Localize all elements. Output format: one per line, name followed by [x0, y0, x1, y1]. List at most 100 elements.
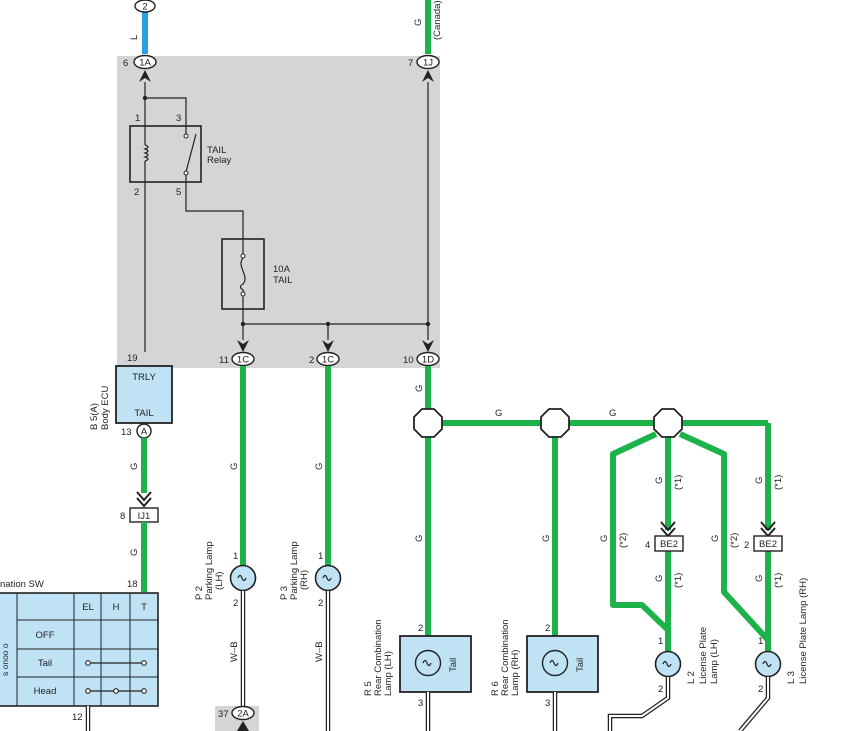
switch-title: nation SW: [0, 579, 44, 590]
switch-side-label: s onoo o: [0, 643, 10, 676]
components-r5-pin-bottom: 3: [418, 698, 423, 709]
connector-1a-num: 6: [123, 58, 128, 69]
connectors-pin18: 18: [127, 579, 138, 590]
wires-g-rh-up-note: (*1): [773, 475, 784, 490]
connectors-c19-num: 19: [127, 353, 138, 364]
wires-g-rh-alt: G: [710, 535, 721, 542]
ecu-top-label: TRLY: [132, 372, 156, 383]
switch-table-rows-1: Tail: [38, 658, 52, 669]
relay-pin3: 3: [176, 113, 181, 124]
canada-note: (Canada): [432, 0, 443, 40]
ecu-bottom-label: TAIL: [134, 408, 153, 419]
relay-coil: [143, 144, 149, 162]
components-l3-pin-top: 1: [758, 636, 763, 647]
components-r6-inner: Tail: [575, 658, 586, 672]
wires-g-2: G: [314, 463, 325, 470]
wires-g-lh-alt: G: [599, 535, 610, 542]
components-p3-code: P 3: [279, 586, 290, 600]
components-p2-name: Parking Lamp: [204, 541, 215, 600]
components-r5-inner: Tail: [448, 658, 459, 672]
components-p2-side: (LH): [214, 572, 225, 590]
wires-g-r6: G: [541, 535, 552, 542]
relay-pin1: 1: [135, 113, 140, 124]
relay-label-2: Relay: [207, 155, 232, 166]
license-plate-lamp-rh: [754, 650, 782, 678]
connector-1d: [416, 351, 440, 367]
splice-3: [653, 408, 683, 438]
components-l2-name: License Plate: [698, 627, 709, 684]
connector-1a: [133, 54, 157, 70]
components-p2-pin-top: 1: [233, 551, 238, 562]
wires-g-rh-low-note: (*1): [773, 573, 784, 588]
relay-pin2: 2: [134, 187, 139, 198]
connectors-pin12: 12: [72, 712, 83, 723]
wire-label-g-top: G: [413, 19, 424, 26]
connectors-c2-num: 2: [309, 355, 314, 366]
components-r6-name: Rear Combination: [500, 619, 511, 696]
wires-g-r5: G: [414, 535, 425, 542]
license-plate-lamp-lh: [654, 650, 682, 678]
fuse-label-2: TAIL: [273, 275, 292, 286]
arrow-1j: [422, 70, 434, 82]
tail-relay: [129, 125, 202, 183]
switch-table-rows-0: OFF: [36, 630, 55, 641]
connectors-c37-num: 37: [218, 709, 229, 720]
components-r6-pin-bottom: 3: [545, 698, 550, 709]
connectors-c13-num: 13: [121, 427, 132, 438]
wires-g-ecu-upper: G: [129, 463, 140, 470]
connector-1j-label: 1J: [423, 58, 433, 69]
wires-wb-p2: W–B: [229, 641, 240, 662]
components-r6-pin-top: 2: [545, 623, 550, 634]
ecu-name: Body ECU: [100, 386, 111, 430]
fuse-element: [239, 257, 246, 293]
components-l2-pin-bottom: 2: [658, 684, 663, 695]
connector-1j-num: 7: [408, 58, 413, 69]
relay-switch: [185, 133, 197, 173]
wires-g-lh-alt-note: (*2): [618, 533, 629, 548]
junction-block: [117, 56, 440, 368]
components-l2-pin-top: 1: [658, 636, 663, 647]
connectors-c2-label: 1C: [322, 355, 334, 366]
switch-table-rows-2: Head: [34, 686, 57, 697]
arrow-1a: [139, 70, 151, 82]
connectors-c10-label: 1D: [422, 355, 434, 366]
connector-be2-lh: [654, 535, 684, 552]
splice-2: [540, 408, 570, 438]
components-p3-pin-bottom: 2: [318, 598, 323, 609]
components-r5-name: Rear Combination: [373, 619, 384, 696]
connectors-be2-rh-label: BE2: [759, 539, 777, 550]
components-r5-pin-top: 2: [418, 623, 423, 634]
switch-table-columns-1: H: [113, 602, 120, 613]
body-ecu: [115, 365, 173, 424]
connector-1c-11: [231, 351, 255, 367]
components-l3-pin-bottom: 2: [758, 684, 763, 695]
relay-pin5: 5: [176, 187, 181, 198]
connector-1a-label: 1A: [139, 58, 151, 69]
components-r6-name2: Lamp (RH): [510, 650, 521, 696]
components-l2-name2: Lamp (LH): [709, 639, 720, 684]
components-r6-code: R 6: [490, 681, 501, 696]
fuse-label: 10A: [273, 264, 291, 275]
relay-label: TAIL: [207, 145, 226, 156]
wires-g-10: G: [414, 385, 425, 392]
parking-lamp-lh: [229, 564, 257, 592]
connectors-c13-label: A: [141, 427, 148, 438]
connectors-c11-num: 11: [219, 355, 229, 366]
components-p2-code: P 2: [194, 586, 205, 600]
connector-top-2-label: 2: [142, 2, 147, 13]
wires-g-lh-low-note: (*1): [673, 573, 684, 588]
switch-table-columns-0: EL: [82, 602, 94, 613]
wires-g-lh-low: G: [654, 575, 665, 582]
wires-g-lh-up: G: [654, 477, 665, 484]
wires-g-ecu-lower: G: [129, 549, 140, 556]
ecu-code: B 5(A): [89, 403, 100, 430]
connectors-be2-lh-num: 4: [645, 540, 650, 551]
connectors-ij1-num: 8: [120, 511, 125, 522]
connectors-be2-lh-label: BE2: [660, 539, 678, 550]
splice-1: [413, 408, 443, 438]
connectors-c11-label: 1C: [237, 355, 249, 366]
components-p2-pin-bottom: 2: [233, 598, 238, 609]
wires-wb-p3: W–B: [314, 641, 325, 662]
wires-g-lh-up-note: (*1): [673, 475, 684, 490]
connectors-c10-num: 10: [403, 355, 414, 366]
